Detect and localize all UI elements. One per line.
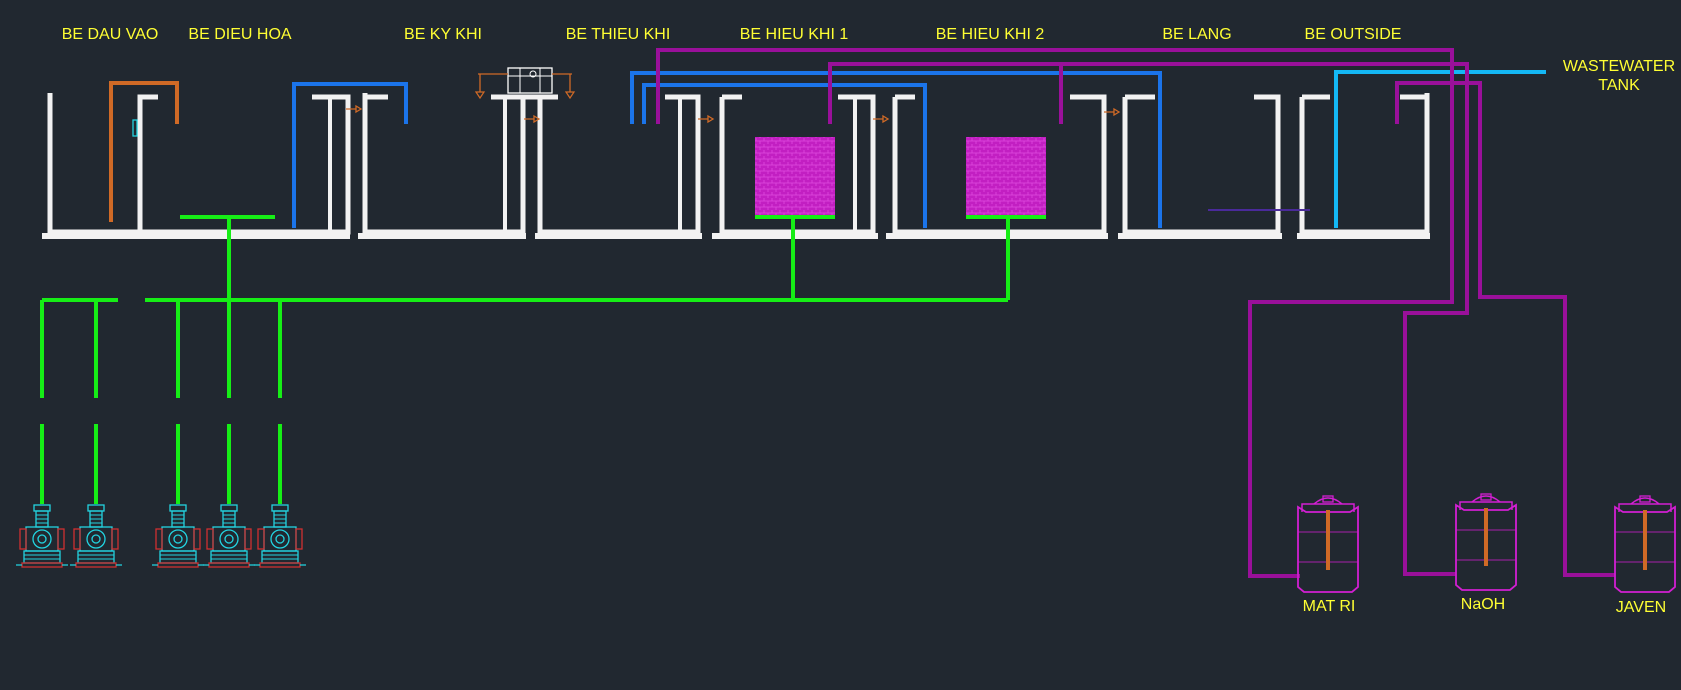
air-blower-icon [69,504,123,568]
chemical-tank-icon [1614,495,1676,593]
label-tank: TANK [1598,77,1640,94]
baffles [328,97,857,232]
label-be-thieu-khi: BE THIEU KHI [566,26,671,43]
label-be-lang: BE LANG [1162,26,1231,43]
label-wastewater: WASTEWATER [1563,58,1675,75]
tank-be-hieu-khi-2 [892,94,1107,235]
label-be-hieu-khi-2: BE HIEU KHI 2 [936,26,1045,43]
label-mat-ri: MAT RI [1303,598,1356,615]
tank-be-thieu-khi [537,94,701,235]
tank-be-dieu-hoa [140,94,351,235]
label-javen: JAVEN [1616,599,1666,616]
tank-be-dau-vao [47,93,158,235]
air-blower-icon [253,504,307,568]
tank-be-hieu-khi-1 [719,94,876,235]
separator-unit-icon [474,67,576,100]
chemical-lines [656,48,1615,578]
inlet-line [109,81,179,222]
label-be-outside: BE OUTSIDE [1305,26,1402,43]
tank-be-ky-khi [362,93,558,235]
air-blower-icon [151,504,205,568]
chemical-tank-icon [1455,493,1517,591]
label-be-hieu-khi-1: BE HIEU KHI 1 [740,26,849,43]
label-be-ky-khi: BE KY KHI [404,26,482,43]
air-lines [40,215,1046,504]
air-blower-icon [15,504,69,568]
air-blower-icon [202,504,256,568]
label-be-dau-vao: BE DAU VAO [62,26,159,43]
aeration-media-icon [755,137,1046,216]
chemical-tank-icon [1297,495,1359,593]
return-lines [292,70,1546,228]
label-be-dieu-hoa: BE DIEU HOA [188,26,291,43]
tank-be-outside [1299,93,1430,235]
transfer-fittings [346,104,1121,124]
valve-icon [132,119,138,137]
tank-walls [42,93,1430,239]
tank-be-lang [1122,94,1281,235]
label-naoh: NaOH [1461,596,1505,613]
